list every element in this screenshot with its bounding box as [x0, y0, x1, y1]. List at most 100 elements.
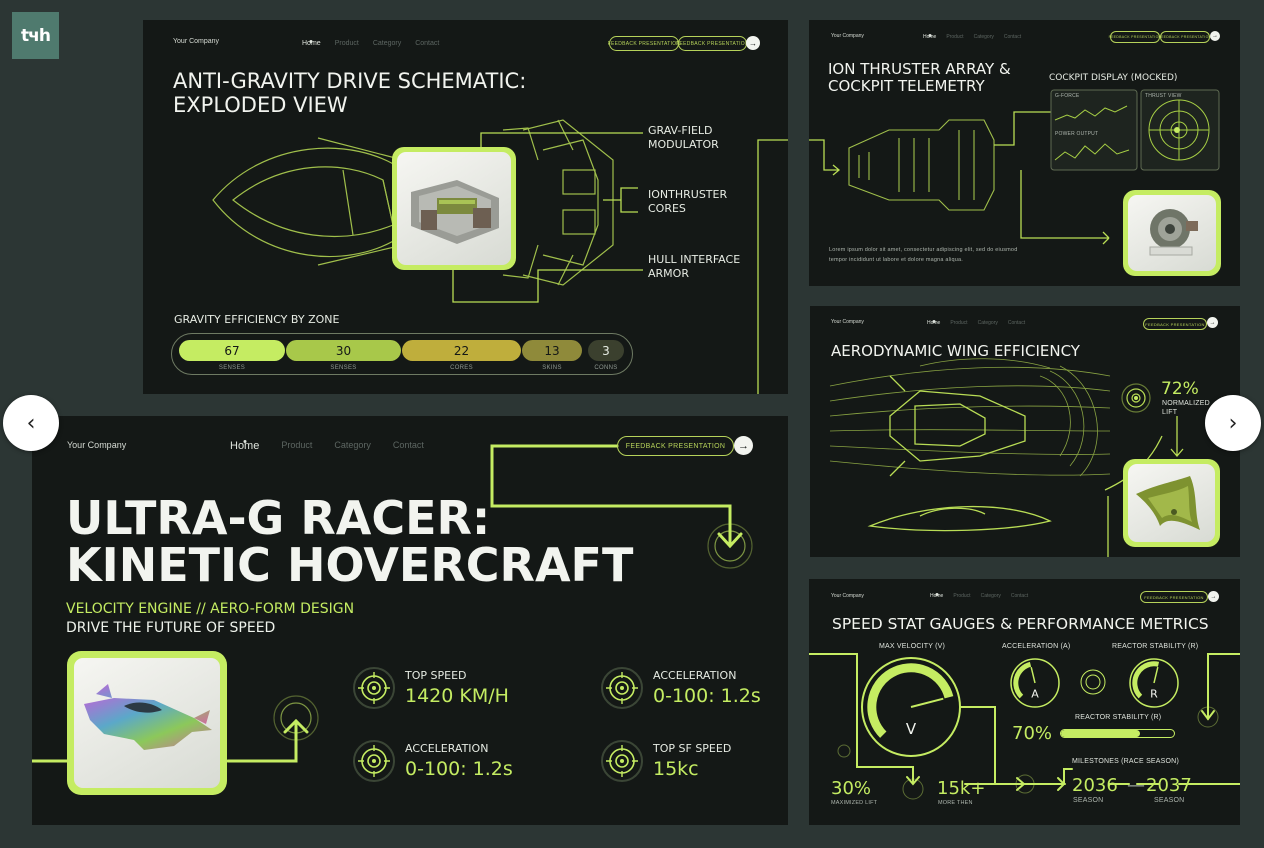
stat-block: ACCELERATION 0-100: 1.2s — [653, 669, 761, 707]
feedback-pill[interactable]: FEEDBACK PRESENTATION — [608, 36, 680, 51]
top-nav: Home Product Category Contact — [930, 593, 1028, 599]
reactor-value: 70% — [1012, 723, 1053, 744]
nav-home[interactable]: Home — [302, 40, 321, 47]
top-nav: Home Product Category Contact — [927, 320, 1025, 326]
zone-label: CONNS — [594, 365, 618, 371]
carousel-prev-button[interactable]: ‹ — [3, 395, 59, 451]
slide-wing-efficiency[interactable]: Your Company Home Product Category Conta… — [810, 306, 1240, 557]
next-arrow-button[interactable]: → — [1207, 317, 1218, 328]
slide-title: ANTI-GRAVITY DRIVE SCHEMATIC:EXPLODED VI… — [173, 69, 527, 117]
reactor-bar-track — [1060, 729, 1175, 738]
gauge-label: MAX VELOCITY (V) — [879, 643, 946, 650]
nav-product[interactable]: Product — [281, 440, 313, 450]
nav-category[interactable]: Category — [980, 593, 1001, 599]
nav-contact[interactable]: Contact — [1003, 34, 1022, 40]
target-icon — [353, 740, 395, 782]
lift-value: 30% — [831, 778, 872, 799]
nav-product[interactable]: Product — [946, 34, 964, 40]
airflow-schematic-lines — [829, 358, 1184, 557]
hero-connector-lines — [32, 444, 753, 763]
target-icon — [601, 667, 643, 709]
stat-value: 1420 KM/H — [405, 685, 509, 707]
feedback-pill[interactable]: FEEDBACK PRESENTATION — [617, 436, 734, 456]
nav-home[interactable]: Home — [230, 440, 260, 452]
gauge-label: REACTOR STABILITY (R) — [1112, 643, 1199, 650]
lift-label: MAXIMIZED LIFT — [831, 800, 878, 806]
feedback-pill[interactable]: FEEDBACK PRESENTATION — [1143, 318, 1207, 330]
slide-ultra-g-racer[interactable]: Your Company Home Product Category Conta… — [32, 416, 788, 825]
nav-category[interactable]: Category — [977, 320, 998, 326]
milestone-dash: — — [1127, 775, 1145, 796]
brand-logo[interactable]: tчh — [12, 12, 59, 59]
slide-title: ION THRUSTER ARRAY &COCKPIT TELEMETRY — [828, 60, 1011, 95]
hero-subtitle: VELOCITY ENGINE // AERO-FORM DESIGN — [66, 601, 355, 617]
gauge-letter: V — [906, 720, 917, 738]
chevron-left-icon: ‹ — [26, 410, 36, 436]
company-name: Your Company — [831, 593, 864, 599]
carousel-next-button[interactable]: › — [1205, 395, 1261, 451]
runs-label: MORE THEN — [938, 800, 973, 806]
next-arrow-button[interactable]: → — [746, 36, 760, 50]
stat-label: TOP SF SPEED — [653, 742, 732, 755]
feedback-pill[interactable]: FEEDBACK PRESENTATION — [676, 36, 749, 51]
nav-contact[interactable]: Contact — [1007, 320, 1026, 326]
top-nav: Home Product Category Contact — [302, 40, 439, 47]
hero-tagline: DRIVE THE FUTURE OF SPEED — [66, 620, 276, 636]
gauge-label: ACCELERATION (A) — [1002, 643, 1071, 650]
gauge-needle — [910, 697, 944, 708]
nav-product[interactable]: Product — [334, 40, 359, 47]
gauge-letter: A — [1031, 687, 1039, 700]
panel-label-thrust: THRUST VIEW — [1145, 93, 1182, 99]
nav-product[interactable]: Product — [953, 593, 971, 599]
nav-home[interactable]: Home — [927, 320, 941, 326]
nav-contact[interactable]: Contact — [1010, 593, 1029, 599]
nav-contact[interactable]: Contact — [392, 440, 424, 450]
slide-ion-thruster[interactable]: Your Company Home Product Category Conta… — [809, 20, 1240, 286]
zone-segment: 13 — [522, 340, 582, 361]
feedback-pill[interactable]: FEEDBACK PRESENTATION — [1140, 591, 1208, 603]
zone-label: CORES — [450, 365, 473, 371]
top-nav: Home Product Category Contact — [230, 440, 424, 452]
next-arrow-button[interactable]: → — [1210, 31, 1220, 41]
target-icon — [601, 740, 643, 782]
company-name: Your Company — [831, 319, 864, 325]
nav-category[interactable]: Category — [372, 40, 402, 47]
feedback-pill[interactable]: FEEDBACK PRESENTATION — [1109, 31, 1161, 43]
runs-value: 15k+ — [937, 778, 986, 799]
drive-schematic-lines — [212, 119, 788, 394]
nav-category[interactable]: Category — [973, 34, 994, 40]
nav-product[interactable]: Product — [950, 320, 968, 326]
zone-segment: 30 — [286, 340, 401, 361]
next-arrow-button[interactable]: → — [734, 436, 753, 455]
nav-home[interactable]: Home — [923, 34, 937, 40]
zone-label: SENSES — [218, 365, 246, 371]
milestones-label: MILESTONES (RACE SEASON) — [1072, 758, 1179, 765]
company-name: Your Company — [831, 33, 864, 39]
nav-contact[interactable]: Contact — [415, 40, 440, 47]
gravity-chart-title: GRAVITY EFFICIENCY BY ZONE — [174, 313, 340, 326]
wing-illustration — [1136, 476, 1200, 530]
stat-label: ACCELERATION — [653, 669, 737, 682]
gravity-zone-bar — [171, 333, 633, 375]
gauge-needle — [1153, 666, 1159, 684]
nav-category[interactable]: Category — [334, 440, 371, 450]
stat-value: 0-100: 1.2s — [653, 685, 761, 707]
engine-block-illustration — [411, 180, 499, 244]
feedback-pill[interactable]: FEEDBACK PRESENTATION — [1159, 31, 1211, 43]
nav-home[interactable]: Home — [930, 593, 944, 599]
slide-anti-gravity-schematic[interactable]: Your Company Home Product Category Conta… — [143, 20, 788, 394]
stat-value: 0-100: 1.2s — [405, 758, 513, 780]
thruster-schematic-lines — [809, 89, 1220, 245]
zone-segment: 3 — [588, 340, 624, 361]
cockpit-label: COCKPIT DISPLAY (MOCKED) — [1049, 73, 1178, 83]
next-arrow-button[interactable]: → — [1208, 591, 1219, 602]
panel-label-gforce: G-FORCE — [1055, 93, 1080, 99]
